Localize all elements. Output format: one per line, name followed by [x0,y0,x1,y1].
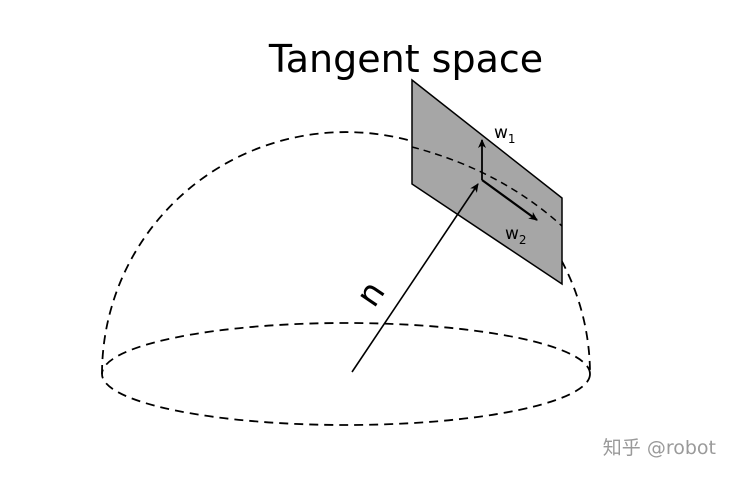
normal-vector [351,183,479,373]
hemisphere-base [101,322,591,426]
w2-vector [481,179,538,221]
w2-label: w2 [505,224,527,247]
watermark: 知乎 @robot [603,437,716,459]
w1-label-subscript: 1 [508,132,516,146]
dome-through-plane [411,146,563,227]
w2-label-main: w [505,224,519,244]
hemisphere-dome [101,131,591,375]
normal-label: n [348,274,393,314]
w2-label-subscript: 2 [519,233,527,247]
w1-label-main: w [494,123,508,143]
w1-label: w1 [494,123,516,146]
diagram-title: Tangent space [268,37,543,81]
tangent-plane [411,78,563,286]
